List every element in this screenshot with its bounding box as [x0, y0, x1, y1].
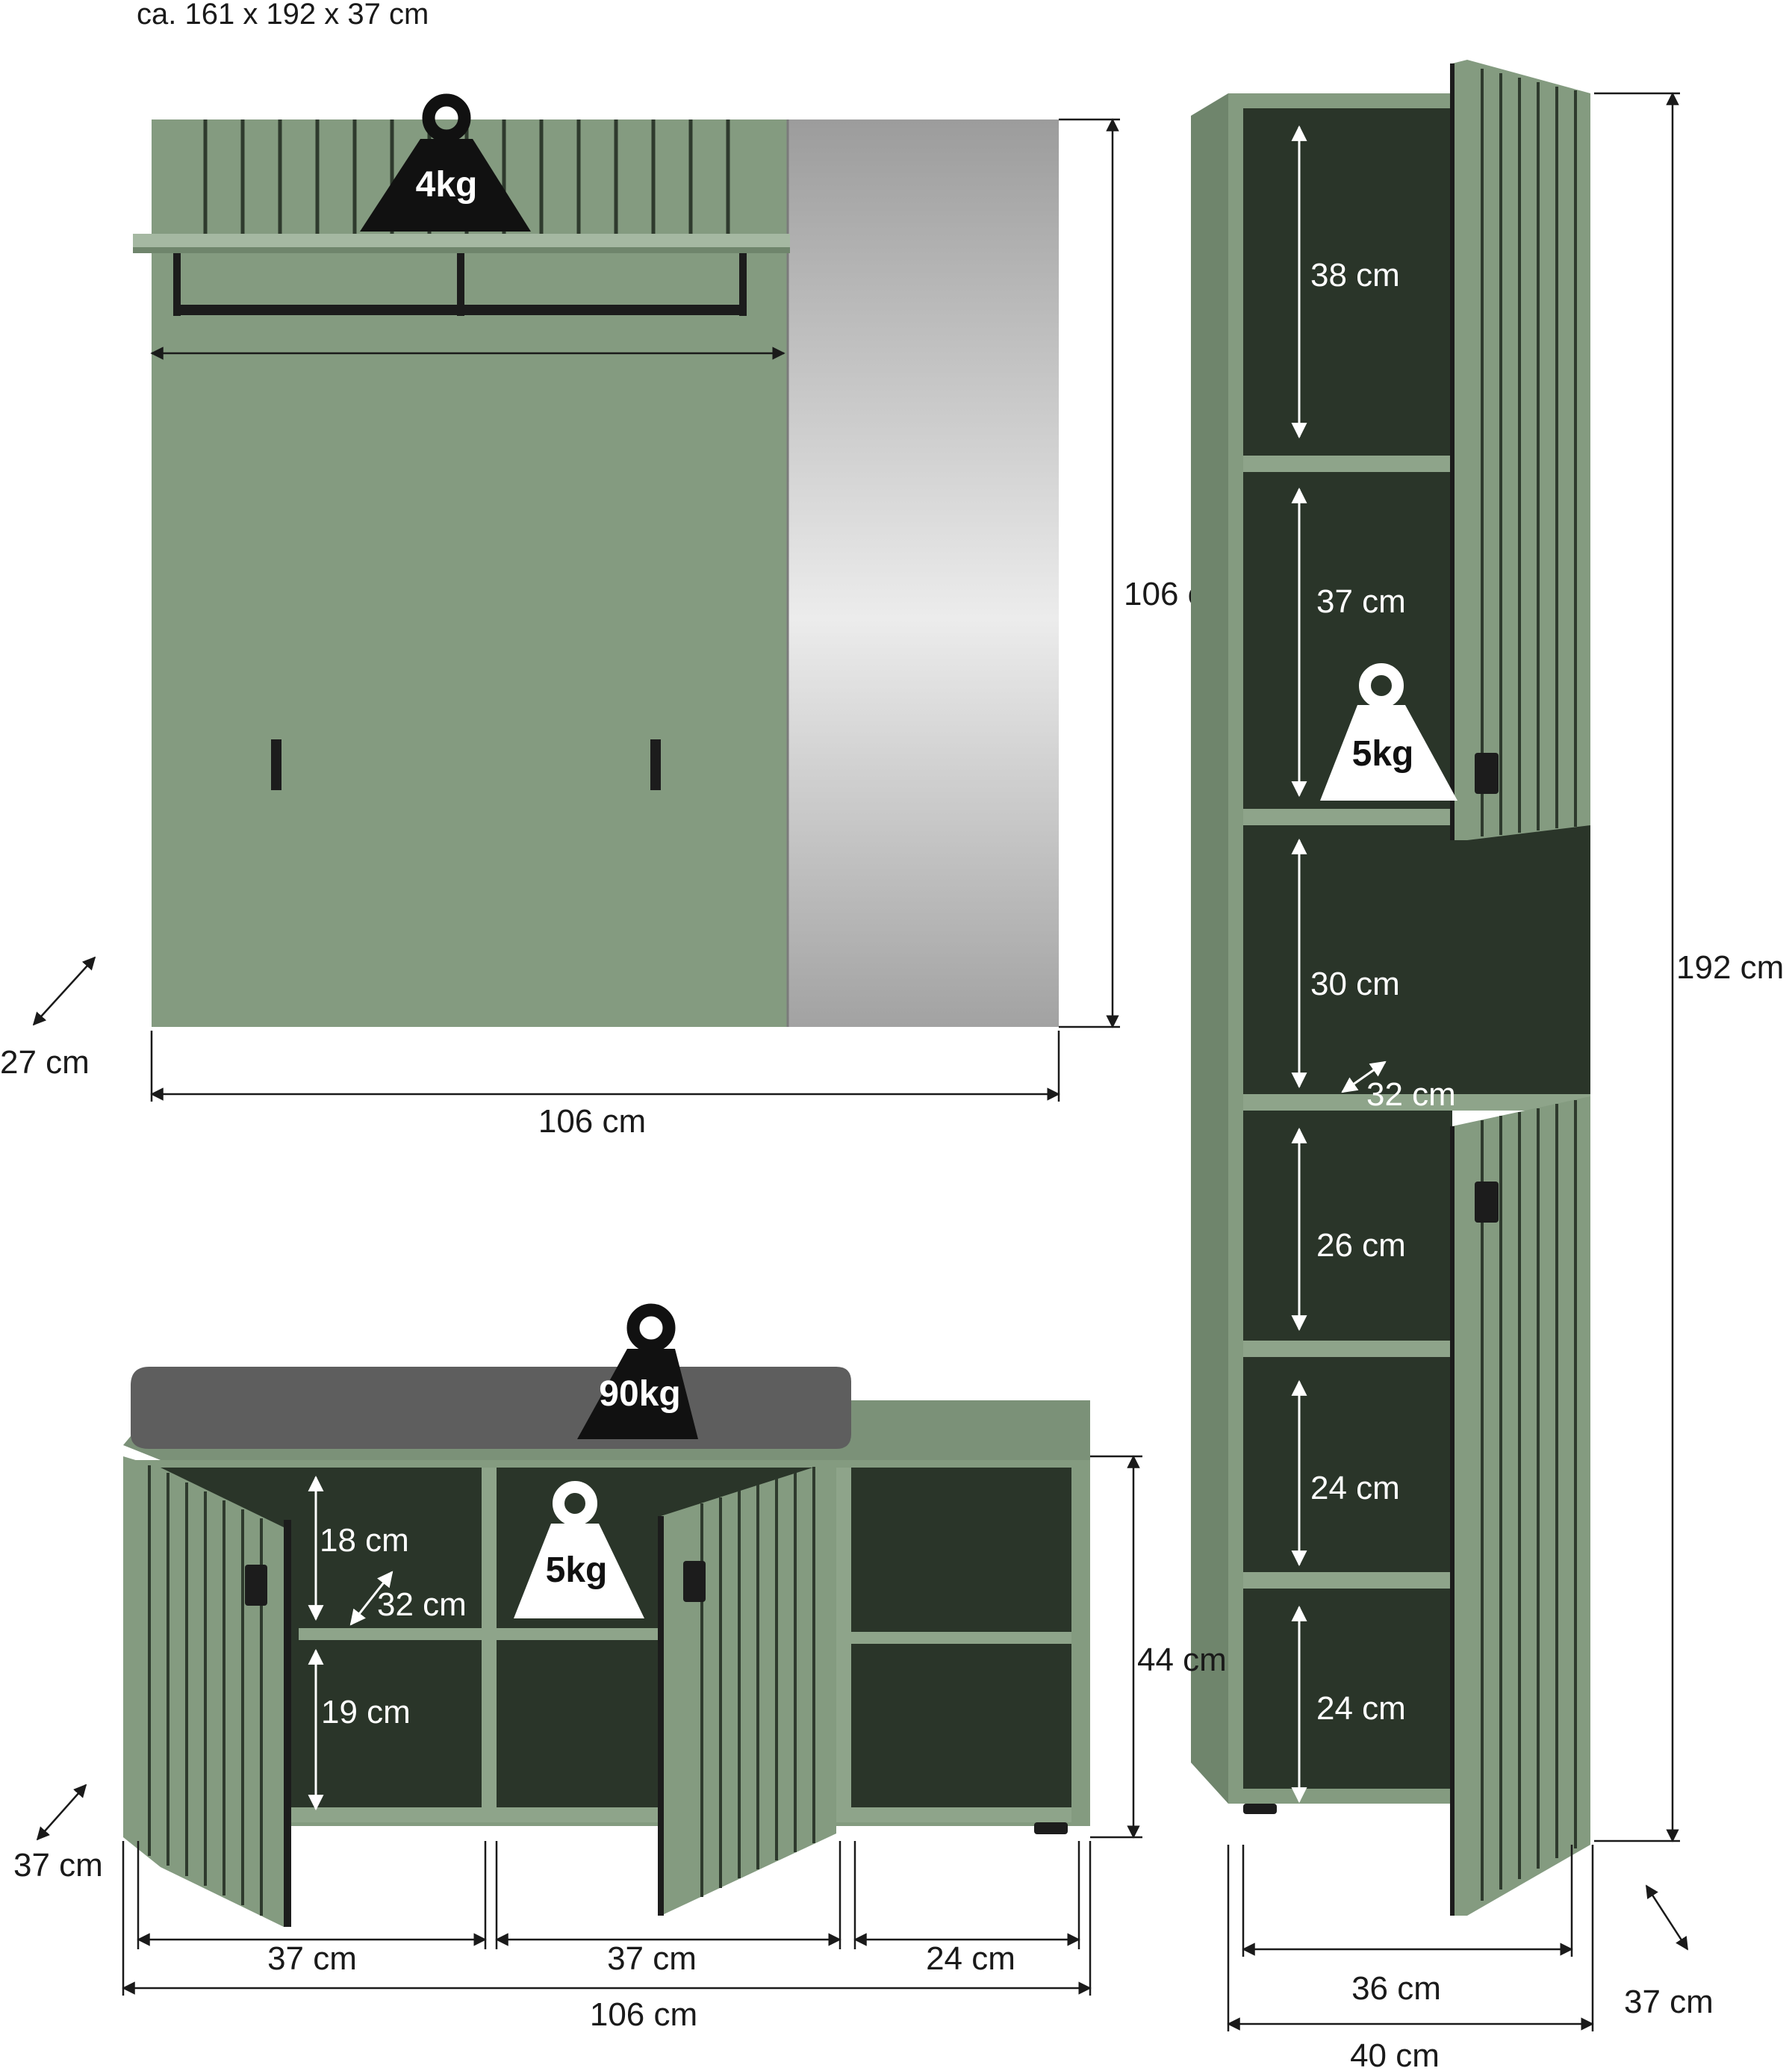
bench-left-door-handle	[245, 1565, 267, 1606]
bench-shelf-load-label: 5kg	[546, 1550, 608, 1590]
panel-slats	[203, 119, 730, 234]
cabinet-side	[1191, 93, 1228, 1804]
upper-door	[1452, 60, 1590, 840]
hat-shelf	[133, 234, 790, 247]
wardrobe-width-label: 106 cm	[538, 1103, 646, 1140]
mirror	[788, 119, 1059, 1027]
cabinet-shelf-height-label-1: 38 cm	[1310, 257, 1400, 294]
bench-compartment-width-label-2: 37 cm	[607, 1940, 697, 1977]
bench-compartment-arrows	[308, 1475, 393, 1811]
cabinet-shelf-load-weight-icon: 5kg	[1320, 663, 1457, 801]
cabinet-foot	[1243, 1804, 1277, 1814]
cabinet-height-label: 192 cm	[1676, 949, 1784, 986]
coat-hook-left	[271, 739, 281, 790]
bench-shelf-load-weight-icon: 5kg	[514, 1481, 644, 1618]
bench-upper-compartment-label: 18 cm	[320, 1522, 409, 1559]
shoe-bench: 90kg 5kg 18 cm 19 cm 32 cm	[123, 1303, 1090, 1927]
cabinet-depth-label: 37 cm	[1624, 1984, 1714, 2020]
bench-lower-compartment-label: 19 cm	[321, 1694, 411, 1730]
cabinet-shelf-height-label-3: 30 cm	[1310, 966, 1400, 1002]
lower-door	[1452, 1096, 1590, 1916]
open-niche	[1452, 822, 1590, 1105]
upper-door-slats	[1481, 69, 1577, 836]
coat-hook-right	[650, 739, 661, 790]
seat-load-label: 90kg	[599, 1374, 680, 1414]
bench-depth-label: 37 cm	[13, 1847, 103, 1884]
bench-inner-depth-label: 32 cm	[377, 1586, 467, 1623]
cabinet-inner-width-label: 36 cm	[1351, 1970, 1441, 2007]
cabinet-shelf-height-label-4: 26 cm	[1316, 1227, 1406, 1264]
lower-door-slats	[1481, 1100, 1577, 1901]
bench-left-door	[123, 1456, 284, 1927]
cabinet-shelf-arrows	[1291, 125, 1387, 1804]
bench-height-label: 44 cm	[1137, 1642, 1227, 1678]
wardrobe-panel: 4kg	[133, 93, 1059, 1027]
cabinet-shelves	[1243, 456, 1452, 1589]
cabinet-inner-depth-label: 32 cm	[1366, 1076, 1456, 1113]
seat-cushion	[131, 1367, 851, 1449]
seat-load-weight-icon: 90kg	[577, 1303, 698, 1439]
upper-door-handle	[1475, 753, 1499, 794]
coat-rail	[173, 253, 747, 316]
cabinet-shelf-height-label-6: 24 cm	[1316, 1690, 1406, 1727]
cabinet-shelf-height-label-2: 37 cm	[1316, 583, 1406, 620]
wardrobe-depth-label: 27 cm	[0, 1044, 90, 1081]
bench-width-label: 106 cm	[590, 1996, 697, 2033]
bench-compartment-width-label-1: 37 cm	[267, 1940, 357, 1977]
panel-board	[152, 119, 788, 1027]
shelf-load-weight-icon: 4kg	[360, 93, 531, 232]
lower-door-handle	[1475, 1182, 1499, 1223]
bench-middle-door-handle	[683, 1561, 706, 1602]
bench-dimensions	[36, 1455, 1142, 1996]
bench-dividers	[161, 1468, 1071, 1822]
overall-dimensions-label: ca. 161 x 192 x 37 cm	[137, 0, 429, 31]
wardrobe-dimensions	[32, 118, 1120, 1102]
bench-foot	[1034, 1822, 1068, 1834]
cabinet-shelf-height-label-5: 24 cm	[1310, 1470, 1400, 1506]
bench-middle-door	[661, 1460, 836, 1916]
bench-compartment-width-label-3: 24 cm	[926, 1940, 1015, 1977]
cabinet-dimensions	[1227, 92, 1689, 2031]
cabinet-width-label: 40 cm	[1350, 2037, 1440, 2071]
shelf-load-label: 4kg	[416, 165, 478, 205]
cabinet-shelf-load-label: 5kg	[1352, 734, 1414, 774]
tall-cabinet: 38 cm 37 cm 30 cm 26 cm 24 cm 24 cm 32 c…	[1191, 60, 1590, 1916]
cabinet-interior	[1243, 108, 1452, 1789]
